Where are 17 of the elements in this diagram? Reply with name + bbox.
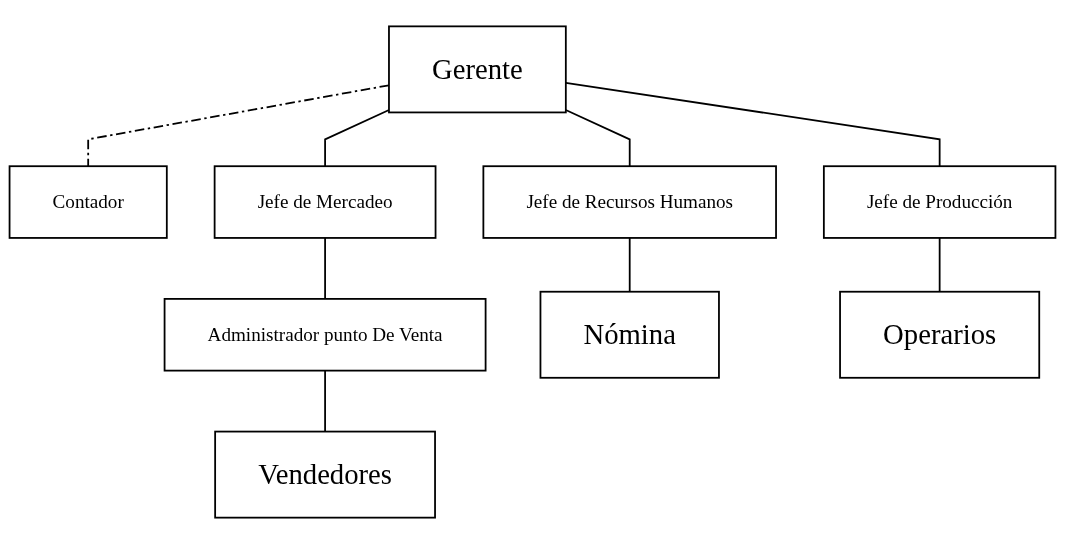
node-box: Jefe de Producción (822, 165, 1057, 239)
node-box: Contador (8, 165, 168, 239)
node-box: Nómina (539, 290, 720, 379)
node-box: Jefe de Recursos Humanos (482, 165, 777, 239)
connector (564, 109, 631, 168)
connector (324, 109, 390, 168)
connector (324, 369, 326, 433)
node-box: Gerente (388, 25, 567, 114)
connector (564, 81, 941, 168)
connector (938, 237, 941, 293)
node-box: Operarios (839, 290, 1041, 379)
node-box: Jefe de Mercadeo (213, 165, 437, 239)
connector (324, 237, 326, 300)
node-box: Administrador punto De Venta (163, 298, 487, 372)
connector (628, 237, 631, 293)
node-box: Vendedores (214, 430, 436, 519)
connector (87, 84, 390, 168)
